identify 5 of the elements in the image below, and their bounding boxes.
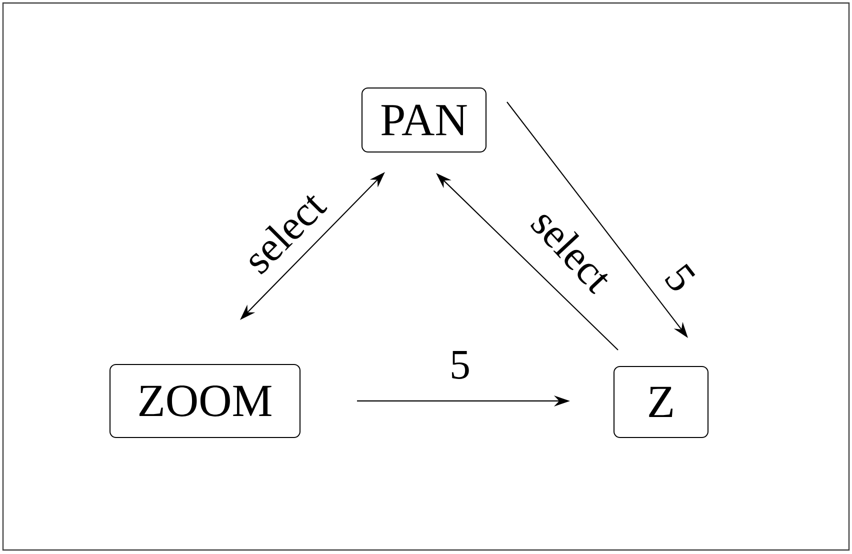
state-box: ZOOM <box>110 364 300 438</box>
edge-label: 5 <box>448 350 472 380</box>
state-box: PAN <box>362 88 486 152</box>
state-box: Z <box>614 366 708 438</box>
edge-label: 5 <box>661 260 699 296</box>
